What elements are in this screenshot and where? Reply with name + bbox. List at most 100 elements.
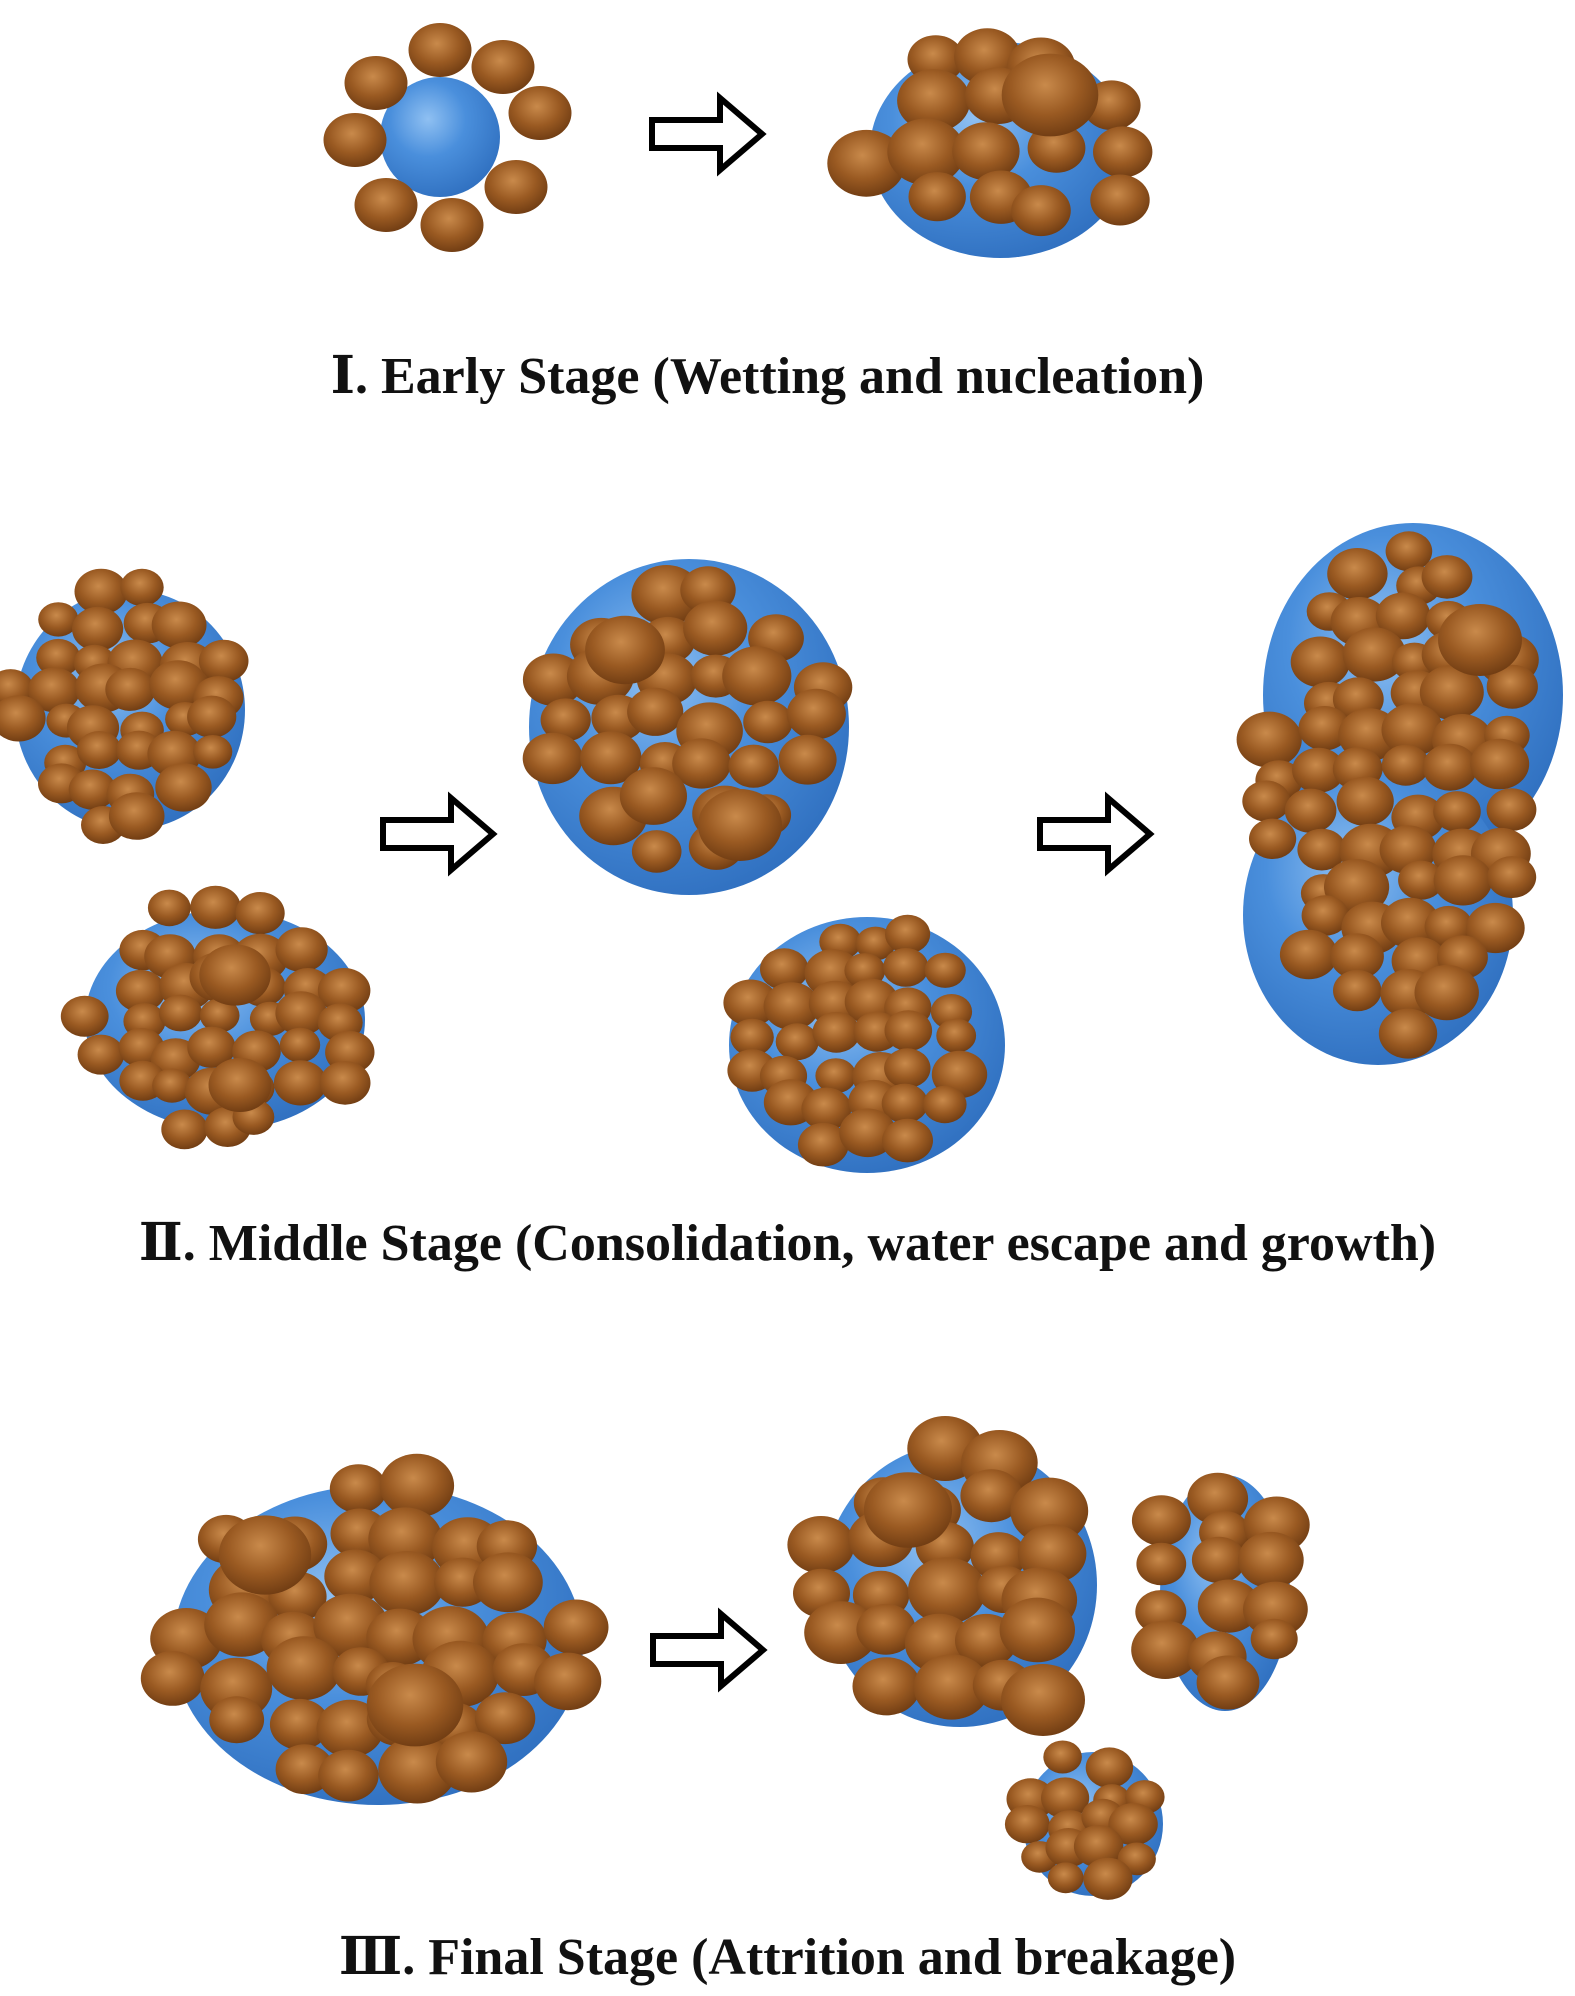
particle	[1487, 856, 1537, 899]
particle	[152, 1068, 192, 1103]
particle	[936, 1018, 977, 1053]
particle	[275, 991, 327, 1036]
particle	[1486, 788, 1537, 831]
particle	[199, 998, 240, 1033]
particle	[474, 1692, 536, 1745]
particle	[354, 178, 418, 232]
particle	[190, 885, 241, 929]
particle	[319, 1061, 371, 1105]
particle	[775, 1023, 819, 1061]
particle	[266, 1636, 342, 1701]
arrow-stage-1	[649, 91, 767, 177]
particle	[1385, 531, 1433, 572]
particle	[471, 40, 535, 94]
particle	[522, 732, 583, 785]
particle	[522, 653, 584, 706]
particle	[508, 86, 572, 140]
particle	[1004, 1805, 1050, 1844]
particle	[543, 1599, 609, 1656]
particle	[1327, 548, 1388, 600]
particle	[1333, 969, 1382, 1012]
particle	[159, 994, 202, 1032]
particle	[580, 731, 642, 785]
particle	[74, 568, 128, 615]
particle	[235, 892, 285, 935]
particle	[852, 1657, 921, 1716]
particle	[884, 1048, 931, 1089]
particle	[473, 1552, 543, 1613]
particle	[1136, 1542, 1187, 1586]
particle	[1197, 1579, 1260, 1633]
particle	[161, 1109, 208, 1150]
particle	[913, 1654, 990, 1720]
particle	[1043, 1740, 1082, 1774]
particle	[1187, 1472, 1249, 1525]
particle	[907, 1557, 986, 1624]
particle	[105, 667, 156, 711]
particle	[76, 731, 122, 769]
particle	[1131, 1495, 1191, 1546]
particle	[1438, 604, 1522, 676]
particle	[534, 1652, 602, 1711]
particle	[1090, 174, 1150, 226]
particle	[38, 602, 79, 637]
particle	[999, 1597, 1075, 1663]
particle	[1422, 743, 1478, 791]
particle	[273, 1060, 327, 1106]
particle	[1011, 185, 1071, 237]
particle	[147, 889, 191, 927]
particle	[0, 695, 46, 742]
particle	[743, 700, 793, 744]
particle	[1297, 828, 1347, 871]
particle	[763, 982, 820, 1030]
particle	[1085, 1747, 1134, 1788]
particle	[279, 1027, 321, 1063]
particle	[723, 979, 778, 1027]
particle	[369, 1551, 445, 1616]
particle	[1093, 126, 1153, 178]
particle	[1433, 791, 1481, 832]
particle	[1041, 1777, 1090, 1819]
particle	[1381, 897, 1440, 949]
particle	[1433, 855, 1493, 906]
particle	[72, 606, 124, 651]
particle	[198, 639, 249, 683]
particle	[908, 172, 966, 222]
particle	[1290, 636, 1350, 688]
particle	[323, 113, 387, 167]
particle	[1236, 711, 1302, 768]
particle	[1486, 664, 1538, 709]
particle	[28, 667, 81, 713]
particle	[420, 198, 484, 252]
particle	[1375, 592, 1431, 640]
particle	[883, 948, 929, 987]
particle	[60, 995, 109, 1037]
particle	[683, 600, 748, 656]
particle	[924, 952, 966, 988]
particle	[897, 69, 971, 132]
particle	[1342, 627, 1406, 682]
caption-early-stage: Ⅰ. Early Stage (Wetting and nucleation)	[330, 348, 1205, 405]
particle	[1108, 1803, 1158, 1846]
particle-layer	[0, 23, 1539, 1900]
central-water-droplet	[380, 77, 500, 197]
particle	[882, 1118, 933, 1163]
particle	[698, 789, 782, 861]
particle	[923, 1085, 967, 1124]
particle	[435, 1731, 508, 1793]
particle	[952, 122, 1020, 181]
particle	[722, 646, 792, 706]
particle	[218, 1515, 312, 1595]
particle	[193, 735, 233, 769]
particle	[1336, 776, 1394, 826]
particle	[585, 615, 665, 685]
particle	[1301, 895, 1349, 936]
particle	[1010, 1477, 1089, 1545]
particle	[1047, 1862, 1084, 1894]
particle	[151, 601, 207, 649]
particle	[1083, 1857, 1133, 1900]
particle	[316, 1699, 384, 1758]
particle	[730, 1018, 774, 1056]
particle	[627, 687, 684, 736]
particle	[366, 1663, 464, 1747]
